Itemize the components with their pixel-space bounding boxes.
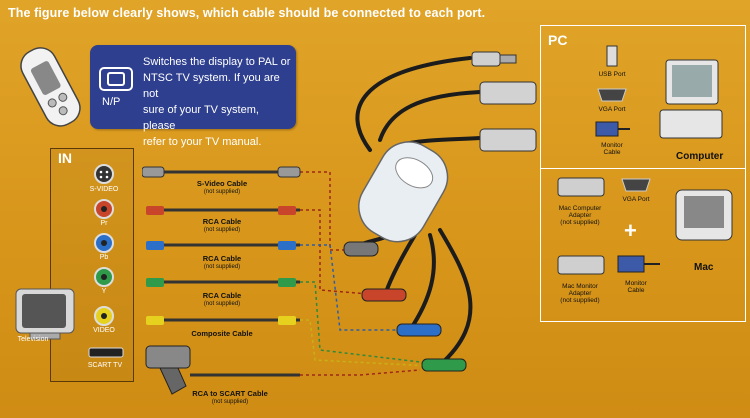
adapter-icon [556, 172, 608, 202]
pr-jack-icon [84, 198, 124, 225]
mac-monitor-cable-label-line: Monitor [625, 280, 647, 287]
mac-monitor-cable-label-line: Cable [627, 287, 645, 294]
cable-note-rca-green: (not supplied) [203, 301, 241, 307]
vga-port-icon [596, 86, 628, 104]
monitor-cable-icon [614, 252, 662, 276]
pc-panel-title: PC [548, 32, 568, 48]
mac-computer-adapter-label: Mac Computer Adapter (not supplied) [550, 205, 610, 226]
mac-vga-port-label: VGA Port [622, 196, 650, 203]
in-panel-title: IN [58, 150, 72, 166]
device-box-icon [350, 135, 470, 245]
video-jack-icon [84, 305, 124, 332]
np-info-line: refer to your TV manual. [143, 136, 262, 148]
in-port-label-pr: Pr [100, 220, 108, 227]
np-button-label: N/P [102, 96, 121, 108]
cable-label-composite: Composite Cable [191, 329, 253, 338]
rca-cable-icon [142, 203, 302, 219]
np-info-line: sure of your TV system, please [143, 104, 259, 132]
mac-computer-adapter-label-line: Mac Computer [558, 205, 602, 212]
cable-label-rca-blue: RCA Cable [202, 254, 242, 263]
scart-jack-icon [88, 346, 124, 364]
usb-port-label: USB Port [598, 71, 626, 78]
in-port-label-svideo: S-VIDEO [89, 186, 119, 193]
in-port-label-y: Y [101, 288, 107, 295]
blue-connector-icon [395, 320, 445, 342]
svideo-jack-icon [84, 163, 124, 190]
remote-control-icon [8, 40, 92, 132]
mac-monitor-adapter-label-line: Mac Monitor [562, 283, 598, 290]
mac-panel [540, 167, 746, 322]
vga-plug-icon [478, 125, 538, 155]
mac-monitor-adapter-label-line: Adapter [568, 290, 592, 297]
vga-port-label: VGA Port [598, 106, 626, 113]
adapter-icon [556, 250, 608, 280]
mac-computer-adapter-label-line: (not supplied) [560, 219, 600, 226]
television-label: Television [17, 336, 49, 343]
scart-plug-icon [142, 342, 202, 402]
computer-label: Computer [676, 151, 724, 162]
cable-label-rca-green: RCA Cable [202, 291, 242, 300]
mac-monitor-adapter-label-line: (not supplied) [560, 297, 600, 304]
monitor-cable-label-line: Cable [603, 149, 621, 156]
plus-sign: + [624, 218, 637, 243]
monitor-cable-label-line: Monitor [601, 142, 623, 149]
np-info-line: Switches the display to PAL or [143, 56, 291, 68]
in-port-label-scart: SCART TV [87, 362, 123, 369]
np-button-icon [96, 64, 136, 94]
rca-cable-icon [142, 275, 302, 291]
svideo-cable-icon [141, 164, 302, 180]
np-info-box [90, 45, 296, 129]
np-info-text: Switches the display to PAL or NTSC TV s… [143, 54, 293, 150]
television-icon [10, 285, 80, 345]
monitor-cable-label: Monitor Cable [590, 142, 634, 156]
svideo-connector-icon [342, 238, 382, 262]
usb-port-icon [602, 44, 622, 68]
rca-cable-icon [142, 238, 302, 254]
mac-monitor-adapter-label: Mac Monitor Adapter (not supplied) [550, 283, 610, 304]
cable-note-svideo: (not supplied) [203, 189, 241, 195]
red-connector-icon [360, 285, 410, 307]
page-heading: The figure below clearly shows, which ca… [8, 6, 486, 20]
composite-cable-icon [142, 313, 302, 329]
cable-label-svideo: S-Video Cable [196, 179, 248, 188]
green-connector-icon [420, 355, 470, 377]
cable-label-rca-red: RCA Cable [202, 217, 242, 226]
usb-plug-icon [470, 48, 520, 70]
vga-plug-icon [478, 78, 538, 108]
cable-note-rca-red: (not supplied) [203, 227, 241, 233]
mac-computer-adapter-label-line: Adapter [568, 212, 592, 219]
cable-note-scart: (not supplied) [211, 399, 249, 405]
pb-jack-icon [84, 232, 124, 259]
in-port-label-pb: Pb [99, 254, 109, 261]
y-jack-icon [84, 266, 124, 293]
monitor-cable-icon [592, 118, 632, 140]
np-info-line: NTSC TV system. If you are not [143, 72, 280, 100]
computer-icon [656, 56, 726, 150]
in-port-label-video: VIDEO [93, 327, 115, 334]
mac-monitor-cable-label: Monitor Cable [614, 280, 658, 294]
cable-note-rca-blue: (not supplied) [203, 264, 241, 270]
pc-panel [540, 25, 746, 169]
cable-label-scart: RCA to SCART Cable [192, 389, 268, 398]
vga-port-icon [620, 176, 652, 194]
in-panel [50, 148, 134, 382]
mac-icon [668, 186, 738, 256]
mac-label: Mac [694, 262, 714, 273]
